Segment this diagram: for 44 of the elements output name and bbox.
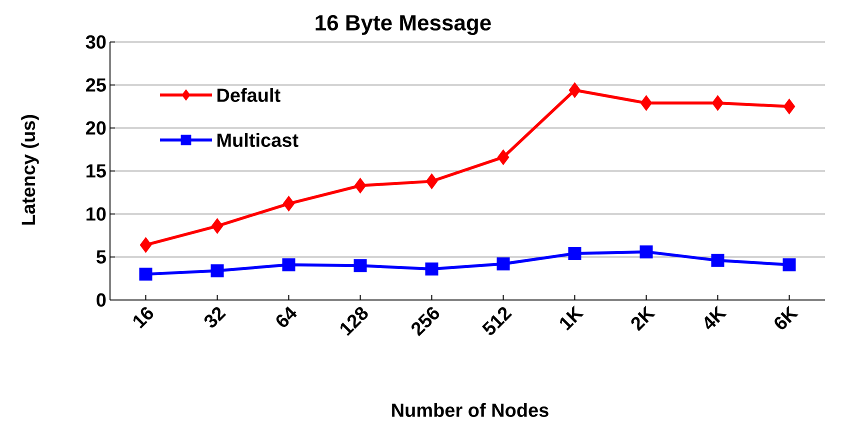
point — [283, 196, 294, 211]
point — [712, 96, 724, 110]
y-tick-label: 15 — [86, 164, 106, 178]
point — [496, 257, 510, 270]
y-tick-label: 25 — [86, 78, 106, 92]
y-tick-label: 0 — [96, 293, 106, 307]
point — [210, 264, 224, 278]
legend-entry: Default — [160, 88, 280, 102]
x-tick-label: 256 — [412, 307, 440, 336]
chart-title: 16 Byte Message — [316, 14, 491, 35]
point — [212, 219, 223, 234]
x-tick-label: 512 — [482, 307, 512, 335]
point — [354, 259, 367, 272]
point — [425, 262, 438, 276]
x-tick-label: 16 — [133, 307, 154, 328]
x-tick-label: 64 — [276, 306, 297, 327]
x-tick-label: 6K — [774, 306, 798, 330]
point — [498, 150, 509, 164]
legend-entry: Multicast — [160, 133, 298, 147]
x-tick-label: 4K — [704, 305, 727, 330]
point — [140, 238, 152, 252]
legend-label: Default — [217, 88, 280, 102]
x-tick-label: 128 — [340, 307, 368, 336]
x-tick-label: 1K — [560, 305, 584, 331]
point — [568, 247, 582, 260]
x-tick-label: 32 — [204, 307, 226, 328]
point — [354, 178, 366, 193]
point — [139, 268, 152, 281]
axis-title: Latency (us) — [21, 115, 39, 225]
y-tick-label: 20 — [86, 121, 106, 135]
y-tick-label: 30 — [86, 35, 106, 49]
axis-title: Number of Nodes — [392, 403, 548, 417]
y-tick-label: 5 — [96, 250, 106, 264]
point — [640, 96, 652, 110]
point — [640, 245, 653, 258]
point — [569, 83, 580, 98]
x-tick-label: 2K — [631, 306, 656, 332]
point — [784, 99, 795, 114]
legend-label: Multicast — [217, 133, 298, 147]
y-tick-label: 10 — [86, 207, 106, 221]
point — [782, 258, 796, 272]
point — [711, 254, 724, 267]
point — [426, 174, 438, 188]
point — [282, 258, 296, 272]
